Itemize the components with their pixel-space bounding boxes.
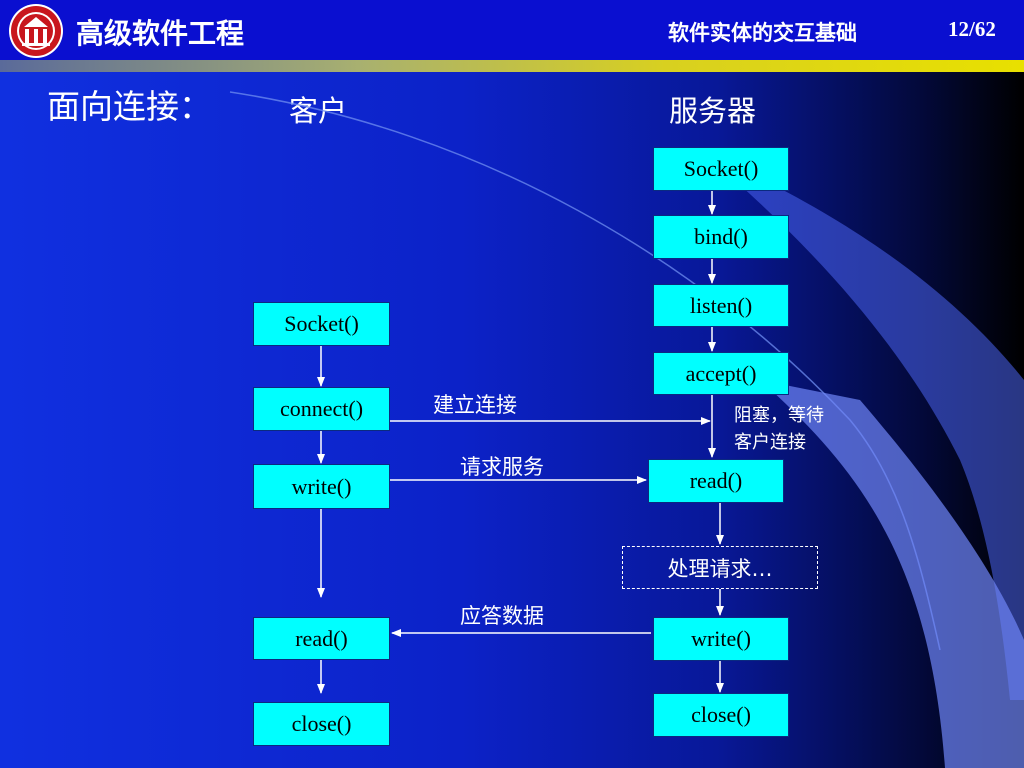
client-connect-step: connect() [253, 387, 390, 431]
decorative-sweep [700, 150, 1024, 700]
blocking-note-line2: 客户连接 [734, 432, 806, 453]
server-listen-step: listen() [653, 284, 789, 327]
request-service-label: 请求服务 [460, 455, 544, 479]
reply-data-label: 应答数据 [460, 604, 544, 628]
client-socket-step: Socket() [253, 302, 390, 346]
course-title: 高级软件工程 [76, 17, 245, 50]
university-logo-icon [9, 4, 63, 58]
processing-step: 处理请求… [622, 546, 818, 589]
client-close-step: close() [253, 702, 390, 746]
server-read-step: read() [648, 459, 784, 503]
decorative-band [760, 380, 1024, 768]
header-divider [0, 60, 1024, 72]
blocking-note-line1: 阻塞，等待 [734, 405, 824, 426]
establish-connection-label: 建立连接 [433, 393, 517, 417]
slide-heading: 面向连接： [47, 87, 212, 126]
server-accept-step: accept() [653, 352, 789, 395]
client-column-label: 客户 [289, 94, 348, 128]
decorative-curve [229, 91, 941, 651]
server-write-step: write() [653, 617, 789, 661]
header-bar [0, 0, 1024, 60]
server-close-step: close() [653, 693, 789, 737]
server-bind-step: bind() [653, 215, 789, 259]
client-read-step: read() [253, 617, 390, 660]
client-write-step: write() [253, 464, 390, 509]
server-column-label: 服务器 [669, 94, 757, 128]
page-number: 12/62 [948, 17, 996, 41]
section-title: 软件实体的交互基础 [668, 20, 857, 45]
server-socket-step: Socket() [653, 147, 789, 191]
blocking-note: 阻塞，等待 客户连接 [734, 402, 824, 456]
